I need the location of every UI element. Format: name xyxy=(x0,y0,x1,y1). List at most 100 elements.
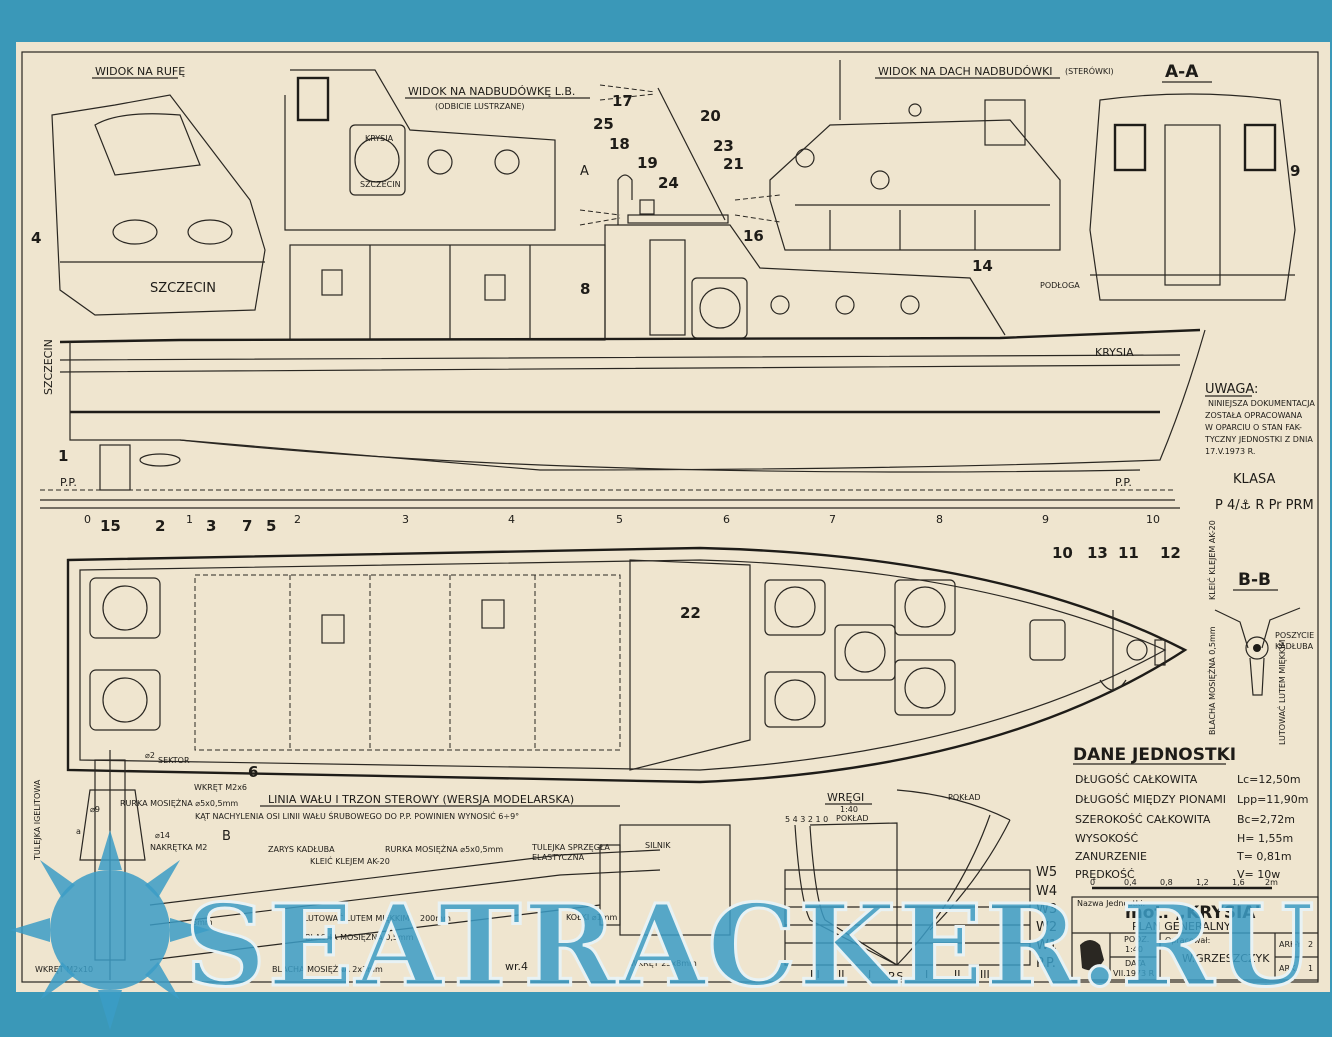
note-line: ZOSTAŁA OPRACOWANA xyxy=(1205,411,1303,420)
callout-10: 10 xyxy=(1052,544,1073,562)
spec-label: DŁUGOŚĆ CAŁKOWITA xyxy=(1075,773,1198,786)
buoy-text: SZCZECIN xyxy=(360,180,401,189)
bb-label: LUTOWAĆ LUTEM MIĘKKIM xyxy=(1276,640,1287,746)
frame-number: 7 xyxy=(829,513,836,526)
callout-24: 24 xyxy=(658,174,679,192)
frames-stations: 5 4 3 2 1 0 xyxy=(785,815,828,824)
buoy-text: KRYSIA xyxy=(365,134,394,143)
callout-23: 23 xyxy=(713,137,734,155)
spec-value: Lpp=11,90m xyxy=(1237,793,1309,806)
shaft-title: LINIA WAŁU I TRZON STEROWY (WERSJA MODEL… xyxy=(268,793,574,806)
frames-title: WRĘGI xyxy=(827,791,864,804)
buttock-label: I xyxy=(925,968,928,981)
callout-3: 3 xyxy=(206,517,216,535)
scale-tick: 0,8 xyxy=(1160,878,1173,887)
superstructure-view-note: (ODBICIE LUSTRZANE) xyxy=(435,102,525,111)
shaft-label: SEKTOR xyxy=(158,756,190,765)
shaft-label: KLEIĆ KLEJEM AK-20 xyxy=(310,855,390,866)
note-line: NINIEJSZA DOKUMENTACJA xyxy=(1208,399,1315,408)
shaft-label: RURKA MOSIĘŻNA ⌀5x0,5mm xyxy=(120,798,238,808)
frame-number: 2 xyxy=(294,513,301,526)
roof-view-title: WIDOK NA DACH NADBUDÓWKI xyxy=(878,65,1053,78)
spec-value: V= 10w xyxy=(1237,868,1280,881)
callout-6: 6 xyxy=(248,763,258,781)
superstructure-view: KRYSIA SZCZECIN WIDOK NA NADBUDÓWKĘ L.B.… xyxy=(284,69,590,231)
frame-number: 10 xyxy=(1146,513,1160,526)
note-line: TYCZNY JEDNOSTKI Z DNIA xyxy=(1204,435,1313,444)
buttock-label: I xyxy=(868,968,871,981)
spec-label: DŁUGOŚĆ MIĘDZY PIONAMI xyxy=(1075,793,1226,806)
watermark: SEATRACKER.RU xyxy=(10,830,1316,1030)
stern-name: SZCZECIN xyxy=(150,281,216,296)
shaft-label: WKRĘT 25x8mm xyxy=(630,959,697,968)
waterline-label: W2 xyxy=(1036,920,1057,935)
scale-tick: 0 xyxy=(1090,878,1095,887)
bb-label: POSZYCIE xyxy=(1275,631,1314,640)
scale-value: 1:40 xyxy=(1125,945,1143,954)
note-title: UWAGA: xyxy=(1205,382,1258,397)
shaft-subtitle: KĄT NACHYLENIA OSI LINII WAŁU ŚRUBOWEGO … xyxy=(195,810,519,821)
callout-5: 5 xyxy=(266,517,276,535)
shaft-label: WKRĘT M2x6 xyxy=(194,783,247,792)
scale-label: PODZ. xyxy=(1124,935,1149,944)
stern-view: WIDOK NA RUFĘ SZCZECIN xyxy=(51,65,266,316)
callout-22: 22 xyxy=(680,604,701,622)
scale-tick: 1,6 xyxy=(1232,878,1245,887)
sheets-value: 2 xyxy=(1308,940,1313,949)
waterline-label: W4 xyxy=(1036,884,1057,899)
drawing-frame xyxy=(21,51,1319,983)
callout-12: 12 xyxy=(1160,544,1181,562)
superstructure-view-title: WIDOK NA NADBUDÓWKĘ L.B. xyxy=(408,85,575,98)
spec-label: ZANURZENIE xyxy=(1075,850,1147,863)
shaft-label: ELASTYCZNA xyxy=(532,853,585,862)
section-a-mark: A xyxy=(580,164,589,179)
shaft-label: a xyxy=(76,827,81,836)
waterline-label: P.P. xyxy=(1036,956,1056,971)
frame-number: 0 xyxy=(84,513,91,526)
shaft-label: TULEJKA IGELITOWA xyxy=(33,779,42,861)
callout-19: 19 xyxy=(637,154,658,172)
shaft-label: BLACHA MOSIĘŻNA 2x3mm xyxy=(272,964,383,974)
shaft-label: ⌀2 xyxy=(145,751,155,760)
frames-scale: 1:40 xyxy=(840,805,858,814)
bb-label: KADŁUBA xyxy=(1275,642,1314,651)
frame-number: 3 xyxy=(402,513,409,526)
waterline-label: W1 xyxy=(1036,938,1057,953)
callout-1: 1 xyxy=(58,447,68,465)
shaft-label: RURKA MOSIĘŻNA ⌀5x0,5mm xyxy=(385,844,503,854)
author-label: Opracował: xyxy=(1165,936,1210,945)
specs-title: DANE JEDNOSTKI xyxy=(1073,745,1236,765)
shaft-label: KOŁKI ⌀1mm xyxy=(566,913,617,922)
floor-label: PODŁOGA xyxy=(1040,281,1080,290)
callout-9: 9 xyxy=(1290,162,1300,180)
shaft-label: ⌀14 xyxy=(155,831,170,840)
sheets-label: ARK-Y xyxy=(1279,940,1301,949)
sun-logo-icon xyxy=(10,830,210,1030)
callout-25: 25 xyxy=(593,115,614,133)
callout-20: 20 xyxy=(700,107,721,125)
callout-21: 21 xyxy=(723,155,744,173)
date-label: DATA xyxy=(1125,959,1146,968)
stern-view-title: WIDOK NA RUFĘ xyxy=(95,65,185,78)
side-profile: P.P. P.P. KRYSIA xyxy=(40,224,1206,501)
note-line: W OPARCIU O STAN FAK- xyxy=(1205,423,1302,432)
specs-table: DANE JEDNOSTKI DŁUGOŚĆ CAŁKOWITA Lc=12,5… xyxy=(1073,745,1309,890)
shaft-label: ⌀9 xyxy=(90,805,100,814)
plan-title: PLAN GENERALNY xyxy=(1132,920,1231,933)
waterline-label: W5 xyxy=(1036,865,1057,880)
buttock-label: II xyxy=(954,968,961,981)
section-aa-view: A-A PODŁOGA xyxy=(1040,62,1296,301)
emblem-griffin-icon xyxy=(1080,940,1104,971)
section-b-mark: B xyxy=(222,829,231,844)
callout-17: 17 xyxy=(612,92,633,110)
shaft-label: SILNIK xyxy=(645,841,671,850)
spec-value: T= 0,81m xyxy=(1236,850,1292,863)
scale-tick: 0,4 xyxy=(1124,878,1137,887)
mast-detail: A xyxy=(579,84,781,226)
paper-sheet xyxy=(16,42,1330,992)
callouts: 17 20 25 18 19 23 21 24 16 14 8 9 4 1 15… xyxy=(31,92,1300,781)
frame-number: 8 xyxy=(936,513,943,526)
spec-value: H= 1,55m xyxy=(1237,832,1293,845)
frame-number: 6 xyxy=(723,513,730,526)
